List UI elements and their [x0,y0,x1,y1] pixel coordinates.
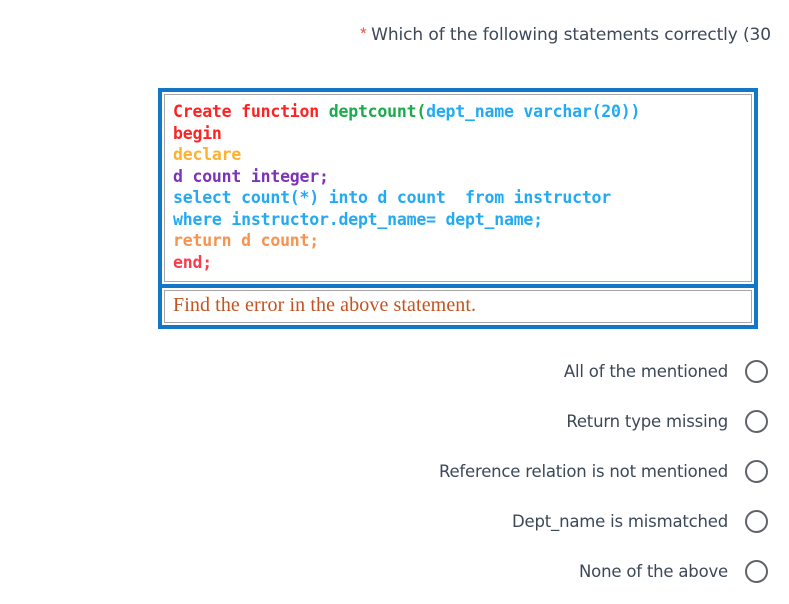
radio-button-icon[interactable] [745,359,768,383]
caption-inner: Find the error in the above statement. [164,290,752,323]
code-token: d count integer; [173,166,329,186]
radio-button-icon[interactable] [745,509,768,533]
option-row[interactable]: Return type missing [0,396,789,446]
code-panel: Create function deptcount(dept_name varc… [158,88,758,288]
code-token: end; [173,252,212,272]
radio-button-icon[interactable] [745,409,768,433]
code-token: declare [173,145,242,164]
code-line: declare [173,144,743,166]
radio-button-icon[interactable] [745,559,768,583]
code-token: Create function [173,102,329,121]
option-label: Return type missing [566,411,728,431]
caption-text: Find the error in the above statement. [173,294,477,316]
code-token: deptcount( [328,102,427,121]
option-row[interactable]: None of the above [0,546,789,596]
option-row[interactable]: All of the mentioned [0,346,789,396]
code-token: return d count; [173,231,320,250]
code-token: where instructor.dept_name= dept_name; [173,209,543,229]
option-row[interactable]: Dept_name is mismatched [0,496,789,546]
code-token: begin [173,123,222,143]
option-label: None of the above [579,561,728,581]
required-asterisk: * [360,24,367,43]
question-image: Create function deptcount(dept_name varc… [158,88,758,329]
option-label: All of the mentioned [563,361,728,381]
option-label: Dept_name is mismatched [512,511,728,531]
code-line: end; [173,252,743,274]
question-header: * Which of the following statements corr… [0,24,780,45]
question-title: Which of the following statements correc… [371,25,771,45]
code-line: Create function deptcount(dept_name varc… [173,101,743,123]
code-line: begin [173,123,743,145]
code-line: return d count; [173,230,743,252]
code-token: select count(*) into d count from instru… [173,188,612,207]
option-row[interactable]: Reference relation is not mentioned [0,446,789,496]
code-block: Create function deptcount(dept_name varc… [164,94,752,282]
code-line: where instructor.dept_name= dept_name; [173,209,743,231]
caption-panel: Find the error in the above statement. [158,288,758,329]
code-line: select count(*) into d count from instru… [173,187,743,209]
option-label: Reference relation is not mentioned [438,461,728,481]
code-token: dept_name varchar(20)) [426,102,641,121]
code-line: d count integer; [173,166,743,188]
radio-button-icon[interactable] [745,459,768,483]
